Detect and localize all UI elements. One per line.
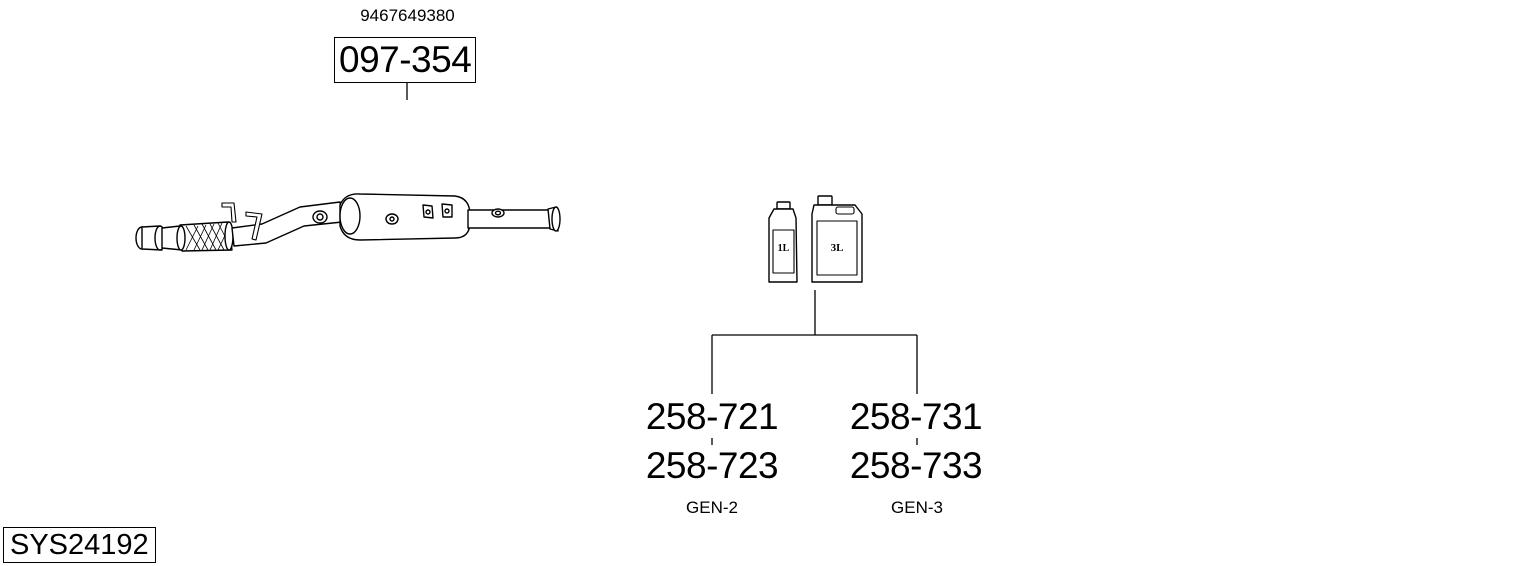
additive-number-gen2-secondary[interactable]: 258-723 bbox=[645, 445, 779, 486]
canister-3l-label: 3L bbox=[831, 242, 844, 254]
oem-number: 9467649380 bbox=[360, 6, 455, 25]
additive-connector-lines bbox=[711, 290, 918, 445]
generation-label-gen3: GEN-3 bbox=[891, 498, 943, 517]
part-number-box[interactable]: 097-354 bbox=[334, 37, 477, 83]
outlet-pipe bbox=[467, 209, 553, 229]
additive-number-gen2-primary[interactable]: 258-721 bbox=[645, 396, 779, 437]
system-code-box: SYS24192 bbox=[3, 527, 156, 563]
additive-canister-3l-icon bbox=[811, 195, 863, 283]
particle-filter-drawing bbox=[135, 193, 561, 252]
additive-number-gen3-primary[interactable]: 258-731 bbox=[849, 396, 983, 437]
additive-number-gen3-secondary[interactable]: 258-733 bbox=[849, 445, 983, 486]
generation-label-gen2: GEN-2 bbox=[686, 498, 738, 517]
bottle-1l-label: 1L bbox=[778, 243, 790, 254]
additive-bottle-1l-icon bbox=[768, 201, 798, 283]
